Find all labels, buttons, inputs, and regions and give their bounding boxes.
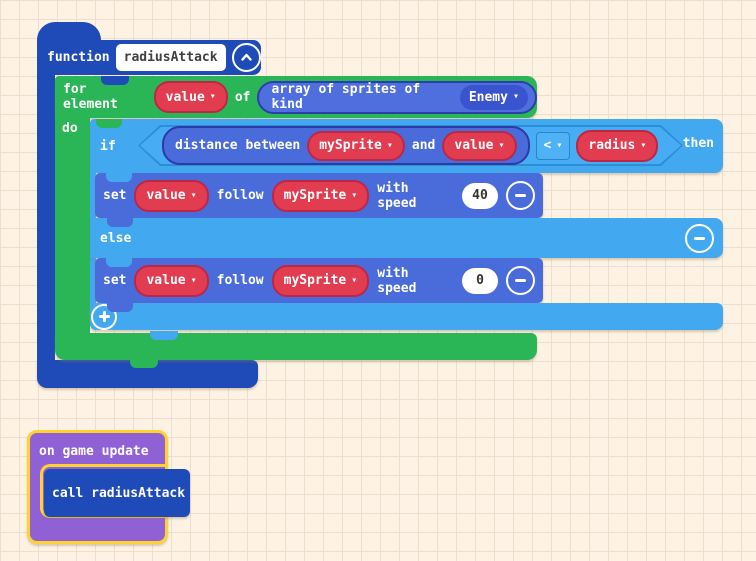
dropdown-arrow-icon: ▾ — [190, 274, 197, 286]
set-label: set — [103, 188, 127, 203]
variable-name: value — [165, 89, 205, 105]
speed-input[interactable]: 0 — [462, 267, 498, 294]
puzzle-tab — [107, 303, 133, 312]
variable-name: value — [146, 188, 186, 203]
dropdown-arrow-icon: ▾ — [498, 139, 505, 151]
sprite-name: mySprite — [283, 273, 347, 288]
and-label: and — [411, 138, 436, 153]
sprite-name: value — [454, 138, 494, 153]
then-label: then — [682, 136, 714, 151]
distance-between-label: distance between — [175, 138, 301, 153]
on-game-update-label: on game update — [39, 444, 149, 459]
dropdown-arrow-icon: ▾ — [351, 189, 358, 201]
function-keyword-label: function — [47, 50, 110, 65]
set-label: set — [103, 273, 127, 288]
function-block-header[interactable]: function radiusAttack — [37, 40, 261, 75]
minus-icon — [694, 236, 705, 240]
variable-name: value — [146, 273, 186, 288]
operator-value: < — [543, 138, 552, 153]
variable-name: radius — [588, 138, 636, 153]
else-row[interactable]: else — [90, 218, 723, 258]
minus-button[interactable] — [506, 181, 535, 210]
sprite-dropdown-mysprite[interactable]: mySprite ▾ — [271, 179, 370, 212]
plus-icon — [98, 311, 110, 322]
function-block-spine — [37, 74, 55, 362]
array-of-sprites-block[interactable]: array of sprites of kind Enemy ▾ — [257, 80, 537, 114]
sprite-name: mySprite — [319, 138, 382, 153]
condition-hexagon[interactable]: distance between mySprite ▾ and value ▾ … — [138, 125, 683, 166]
sprite-dropdown-mysprite[interactable]: mySprite ▾ — [271, 264, 370, 297]
dropdown-arrow-icon: ▾ — [351, 274, 358, 286]
variable-pill-value[interactable]: value ▾ — [134, 179, 209, 212]
variable-pill-radius[interactable]: radius ▾ — [576, 129, 659, 162]
puzzle-tab — [96, 119, 122, 128]
dropdown-arrow-icon: ▾ — [209, 91, 216, 102]
with-speed-label: with speed — [377, 180, 417, 211]
do-label: do — [62, 121, 78, 136]
if-block-header[interactable]: if distance between mySprite ▾ and value… — [90, 119, 723, 173]
kind-value: Enemy — [468, 89, 508, 105]
operator-dropdown[interactable]: < ▾ — [535, 131, 571, 160]
sprite-dropdown-mysprite[interactable]: mySprite ▾ — [307, 130, 405, 161]
follow-label: follow — [216, 273, 264, 288]
call-function-label: call radiusAttack — [52, 485, 186, 501]
for-block-spine: do — [55, 117, 90, 334]
minus-icon — [515, 279, 526, 282]
variable-pill-value[interactable]: value ▾ — [134, 264, 209, 297]
remove-else-button[interactable] — [685, 223, 714, 253]
function-block-hat — [37, 22, 101, 44]
add-branch-button[interactable] — [91, 303, 117, 330]
of-label: of — [234, 89, 251, 105]
follow-label: follow — [216, 188, 264, 203]
chevron-up-icon — [240, 53, 252, 61]
variable-pill-value[interactable]: value ▾ — [153, 81, 228, 113]
puzzle-tab — [106, 173, 132, 182]
else-label: else — [100, 230, 132, 246]
puzzle-tab — [130, 359, 158, 368]
sprite-name: mySprite — [283, 188, 347, 203]
dropdown-arrow-icon: ▾ — [640, 139, 647, 151]
set-follow-block[interactable]: set value ▾ follow mySprite ▾ with speed… — [95, 258, 543, 303]
if-label: if — [100, 138, 116, 154]
call-function-block[interactable]: call radiusAttack — [44, 469, 190, 517]
dropdown-arrow-icon: ▾ — [190, 189, 197, 201]
for-element-block[interactable]: for element value ▾ of array of sprites … — [55, 76, 537, 118]
puzzle-tab — [101, 76, 129, 85]
distance-between-block[interactable]: distance between mySprite ▾ and value ▾ — [162, 126, 530, 165]
dropdown-arrow-icon: ▾ — [512, 91, 519, 102]
speed-input[interactable]: 40 — [462, 182, 498, 209]
with-speed-label: with speed — [377, 265, 417, 296]
collapse-button[interactable] — [231, 43, 261, 72]
dropdown-arrow-icon: ▾ — [556, 139, 563, 151]
array-of-sprites-label: array of sprites of kind — [271, 82, 421, 112]
puzzle-tab — [106, 258, 132, 267]
puzzle-tab — [107, 218, 133, 227]
puzzle-tab — [150, 331, 178, 340]
if-block-bottom — [90, 303, 723, 330]
for-element-label: for element — [63, 82, 118, 112]
for-block-bottom — [55, 333, 537, 360]
minus-button[interactable] — [506, 266, 535, 295]
minus-icon — [515, 194, 526, 197]
sprite-dropdown-value[interactable]: value ▾ — [442, 130, 517, 161]
dropdown-arrow-icon: ▾ — [386, 139, 393, 151]
sprite-kind-dropdown[interactable]: Enemy ▾ — [459, 84, 528, 110]
set-follow-block[interactable]: set value ▾ follow mySprite ▾ with speed… — [95, 173, 543, 218]
function-name-field[interactable]: radiusAttack — [115, 44, 226, 71]
